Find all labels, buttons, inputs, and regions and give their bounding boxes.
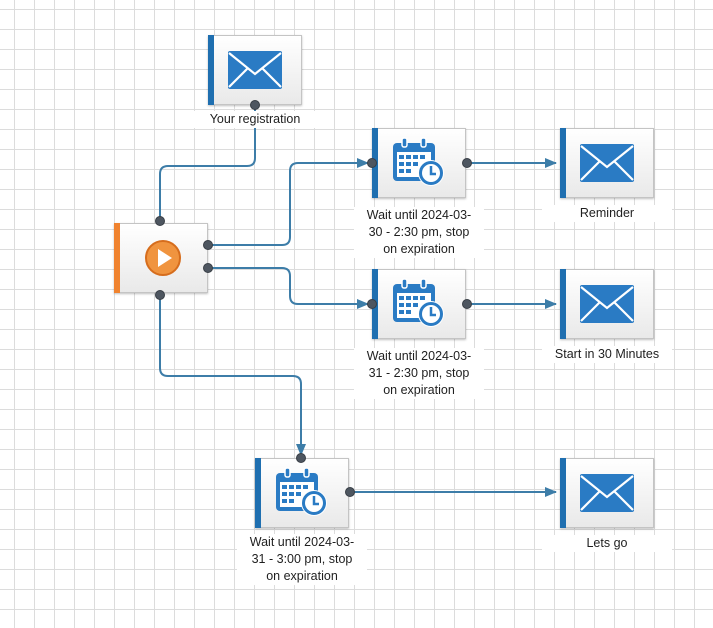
connector-start-to-wait-3[interactable] (159, 295, 306, 456)
input-port[interactable] (296, 453, 306, 463)
calendar-clock-icon (276, 467, 327, 516)
calendar-clock-icon (393, 278, 444, 327)
wait-node-3[interactable] (255, 458, 349, 528)
input-port[interactable] (155, 216, 165, 226)
email-node-start-in-30-minutes[interactable] (560, 269, 654, 339)
wait-node-1[interactable] (372, 128, 466, 198)
node-label: Wait until 2024-03- 30 - 2:30 pm, stop o… (354, 207, 484, 258)
node-accent-bar (560, 128, 566, 198)
email-node-lets-go[interactable] (560, 458, 654, 528)
node-accent-bar (255, 458, 261, 528)
input-port[interactable] (367, 299, 377, 309)
envelope-icon (228, 51, 282, 89)
connector-start-to-wait-2[interactable] (208, 267, 369, 309)
node-label: Wait until 2024-03- 31 - 2:30 pm, stop o… (354, 348, 484, 399)
output-port[interactable] (203, 240, 213, 250)
start-node[interactable] (114, 223, 208, 293)
node-accent-bar (560, 269, 566, 339)
calendar-clock-icon (393, 137, 444, 186)
output-port[interactable] (345, 487, 355, 497)
output-port[interactable] (155, 290, 165, 300)
play-icon (145, 240, 181, 276)
envelope-icon (580, 144, 634, 182)
connector-start-to-wait-1[interactable] (208, 158, 369, 246)
envelope-icon (580, 285, 634, 323)
node-accent-bar (208, 35, 214, 105)
node-label: Wait until 2024-03- 31 - 3:00 pm, stop o… (237, 534, 367, 585)
node-accent-bar (560, 458, 566, 528)
email-node-reminder[interactable] (560, 128, 654, 198)
node-label: Start in 30 Minutes (542, 346, 672, 363)
wait-node-2[interactable] (372, 269, 466, 339)
node-accent-bar (114, 223, 120, 293)
output-port[interactable] (462, 299, 472, 309)
output-port[interactable] (250, 100, 260, 110)
email-node-registration[interactable] (208, 35, 302, 105)
input-port[interactable] (367, 158, 377, 168)
node-label: Your registration (190, 111, 320, 128)
output-port[interactable] (203, 263, 213, 273)
node-label: Lets go (542, 535, 672, 552)
envelope-icon (580, 474, 634, 512)
output-port[interactable] (462, 158, 472, 168)
node-label: Reminder (542, 205, 672, 222)
